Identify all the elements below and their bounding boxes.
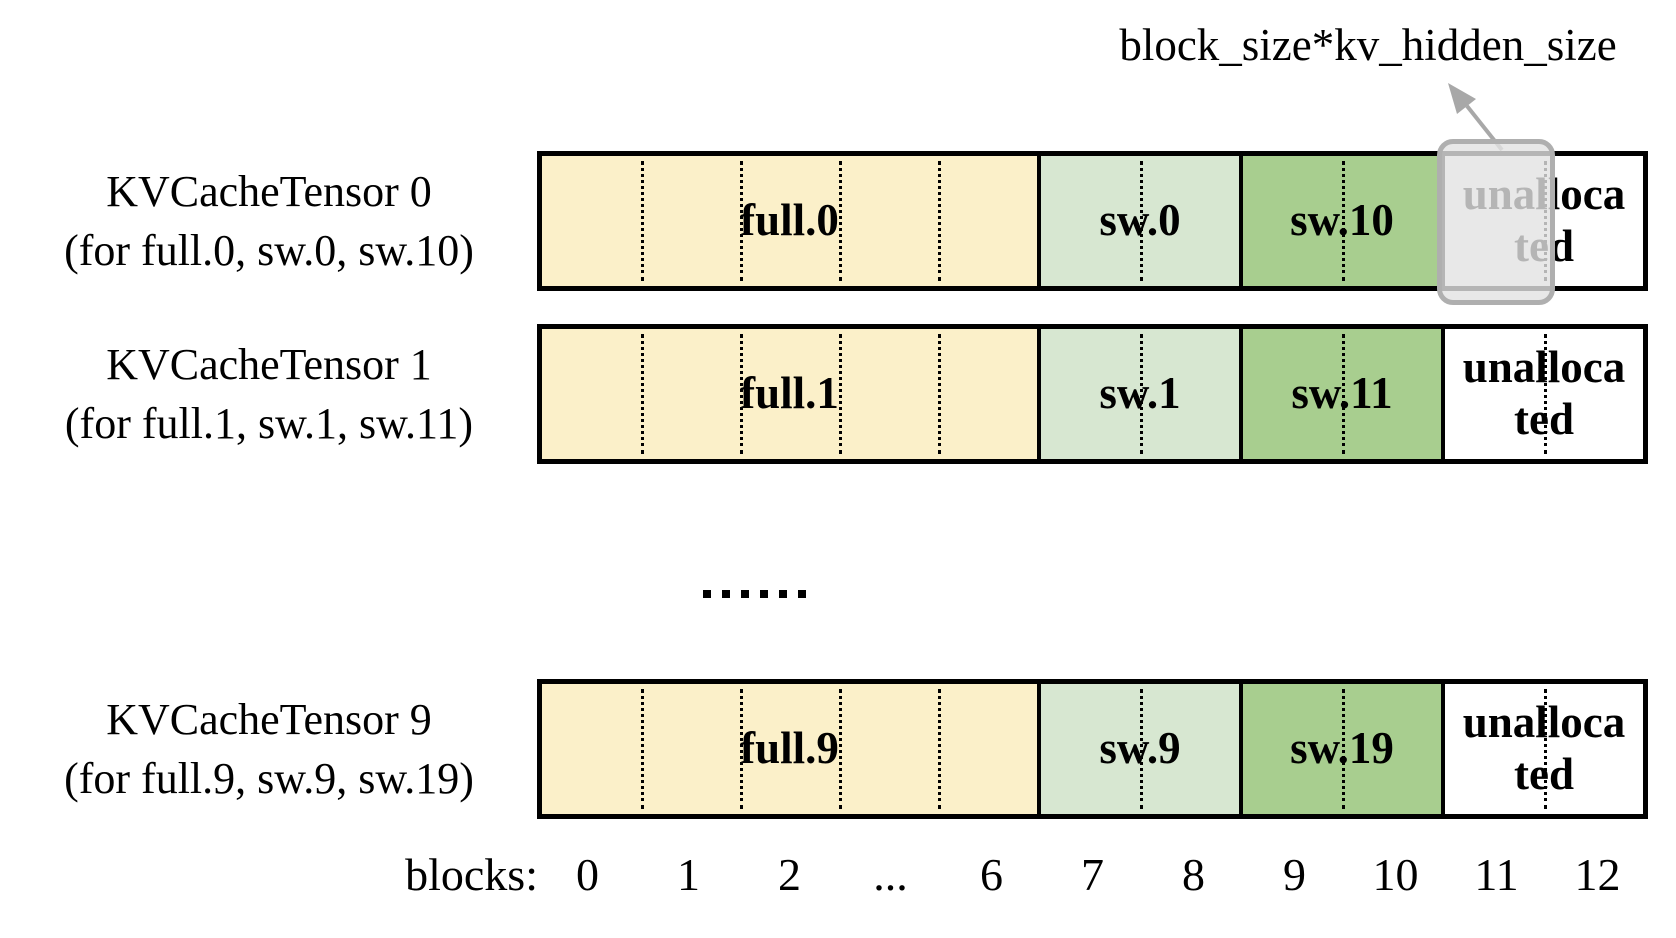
segment-label: sw.11 [1291, 368, 1393, 419]
segment-label: full.1 [740, 368, 839, 419]
block-divider-dotted-line [938, 161, 941, 281]
segment-full-0: full.0 [542, 156, 1037, 286]
tensor-row-label: KVCacheTensor 9 (for full.9, sw.9, sw.19) [14, 690, 524, 808]
ellipsis-dot [741, 590, 749, 598]
segment-sw-10: sw.10 [1239, 156, 1441, 286]
block-divider-dotted-line [740, 161, 743, 281]
segment-label: full.0 [740, 195, 839, 246]
block-index-tick: 1 [677, 849, 700, 900]
ellipsis-dot [760, 590, 768, 598]
segment-sw-19: sw.19 [1239, 684, 1441, 814]
block-index-tick: 7 [1081, 849, 1104, 900]
segment-sw-0: sw.0 [1037, 156, 1239, 286]
block-divider-dotted-line [740, 689, 743, 809]
segment-label: sw.1 [1099, 368, 1181, 419]
block-divider-dotted-line [1140, 334, 1143, 454]
block-divider-dotted-line [1544, 334, 1547, 454]
block-divider-dotted-line [839, 334, 842, 454]
block-divider-dotted-line [1140, 161, 1143, 281]
segment-label: unallocated [1462, 342, 1626, 444]
block-divider-dotted-line [1140, 689, 1143, 809]
block-index-tick: 2 [778, 849, 801, 900]
block-divider-dotted-line [1342, 161, 1345, 281]
segment-label: unallocated [1462, 697, 1626, 799]
block-divider-dotted-line [938, 334, 941, 454]
block-index-tick: 11 [1474, 849, 1519, 900]
ellipsis-dot [798, 590, 806, 598]
segment-unallocated: unallocated [1441, 684, 1643, 814]
ellipsis-dot [703, 590, 711, 598]
block-index-tick: 6 [980, 849, 1003, 900]
block-index-tick: 8 [1182, 849, 1205, 900]
segment-label: full.9 [740, 723, 839, 774]
block-divider-dotted-line [641, 161, 644, 281]
block-divider-dotted-line [740, 334, 743, 454]
tensor-subtitle: (for full.1, sw.1, sw.11) [64, 399, 474, 448]
tensor-bar: full.1 sw.1 sw.11 unallocated [537, 324, 1648, 464]
blocks-axis-label: blocks: [405, 849, 538, 900]
segment-sw-1: sw.1 [1037, 329, 1239, 459]
block-divider-dotted-line [1544, 689, 1547, 809]
segment-unallocated: unallocated [1441, 329, 1643, 459]
block-divider-dotted-line [839, 689, 842, 809]
segment-sw-11: sw.11 [1239, 329, 1441, 459]
segment-label: sw.19 [1290, 723, 1394, 774]
block-size-annotation: block_size*kv_hidden_size [1119, 20, 1617, 70]
ellipsis-dot [722, 590, 730, 598]
row-ellipsis [703, 590, 806, 598]
block-divider-dotted-line [839, 161, 842, 281]
segment-full-1: full.1 [542, 329, 1037, 459]
tensor-name: KVCacheTensor 0 [106, 167, 432, 216]
tensor-bar: full.9 sw.9 sw.19 unallocated [537, 679, 1648, 819]
tensor-name: KVCacheTensor 9 [106, 695, 432, 744]
tensor-name: KVCacheTensor 1 [106, 340, 432, 389]
tensor-row-label: KVCacheTensor 0 (for full.0, sw.0, sw.10) [14, 162, 524, 280]
tensor-row-label: KVCacheTensor 1 (for full.1, sw.1, sw.11) [14, 335, 524, 453]
block-divider-dotted-line [1342, 334, 1345, 454]
ellipsis-dot [779, 590, 787, 598]
block-index-tick: ... [873, 849, 908, 900]
tensor-subtitle: (for full.9, sw.9, sw.19) [64, 754, 474, 803]
block-divider-dotted-line [938, 689, 941, 809]
block-index-tick: 10 [1372, 849, 1419, 900]
segment-label: sw.9 [1099, 723, 1181, 774]
block-divider-dotted-line [641, 334, 644, 454]
arrow-head-icon [1448, 83, 1476, 114]
block-index-tick: 0 [576, 849, 599, 900]
segment-label: sw.0 [1099, 195, 1181, 246]
tensor-subtitle: (for full.0, sw.0, sw.10) [64, 226, 474, 275]
segment-full-9: full.9 [542, 684, 1037, 814]
block-divider-dotted-line [1342, 689, 1345, 809]
block-index-tick: 9 [1283, 849, 1306, 900]
highlighted-unallocated-block [1437, 139, 1555, 305]
block-divider-dotted-line [641, 689, 644, 809]
block-index-tick: 12 [1574, 849, 1621, 900]
segment-sw-9: sw.9 [1037, 684, 1239, 814]
segment-label: sw.10 [1290, 195, 1394, 246]
